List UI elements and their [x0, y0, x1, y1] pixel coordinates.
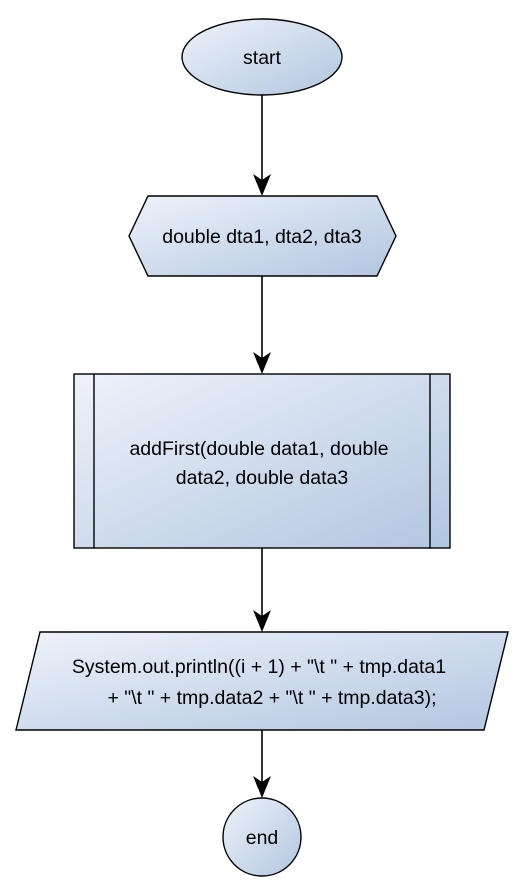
output-parallelogram	[15, 631, 509, 731]
edge-call-to-output	[253, 548, 271, 632]
end-circle	[222, 797, 302, 877]
call-node: addFirst(double data1, double data2, dou…	[73, 373, 451, 549]
declare-hexagon	[128, 195, 397, 277]
declare-node: double dta1, dta2, dta3	[128, 195, 397, 277]
edge-start-to-declare	[253, 95, 271, 196]
edge-output-to-end	[253, 730, 271, 798]
call-box	[73, 373, 451, 549]
call-label-line-1: addFirst(double data1, double	[129, 438, 388, 460]
start-ellipse	[181, 18, 343, 96]
end-label: end	[246, 827, 279, 849]
start-node: start	[181, 18, 343, 96]
output-label-line-1: System.out.println((i + 1) + "\t " + tmp…	[72, 656, 446, 678]
output-node: System.out.println((i + 1) + "\t " + tmp…	[15, 631, 509, 731]
start-label: start	[243, 47, 282, 69]
output-label-line-2: + "\t " + tmp.data2 + "\t " + tmp.data3)…	[107, 687, 436, 709]
call-label-line-2: data2, double data3	[176, 467, 348, 489]
end-node: end	[222, 797, 302, 877]
edge-declare-to-call	[253, 276, 271, 374]
declare-label: double dta1, dta2, dta3	[162, 226, 362, 248]
